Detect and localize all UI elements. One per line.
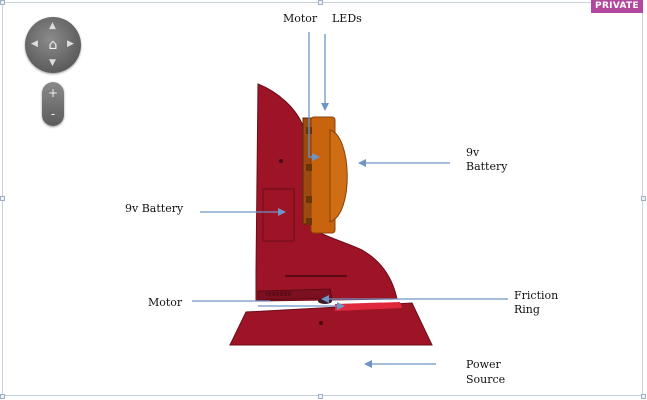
arrow-motor-top: [308, 32, 320, 161]
label-battery-right-line2: Battery: [466, 160, 508, 173]
battery-pod-cap: [329, 129, 348, 223]
motor-mount-text: |||||||||||||||||||: [266, 291, 292, 296]
friction-ring-stripe: [335, 302, 402, 311]
zoom-out-button[interactable]: -: [50, 107, 56, 121]
internal-battery-outline: [262, 188, 295, 242]
resize-handle-top[interactable]: [318, 0, 323, 5]
zoom-control: + -: [42, 82, 64, 126]
label-motor-top: Motor: [283, 12, 318, 25]
resize-handle-bottom-right[interactable]: [641, 394, 646, 399]
body-screw: [279, 159, 283, 163]
pan-left-icon[interactable]: ◀: [31, 39, 38, 49]
resize-handle-bottom-left[interactable]: [0, 394, 5, 399]
motor-mount: [257, 288, 333, 301]
led-bottom: [306, 218, 312, 225]
upright-body: [255, 83, 398, 302]
home-icon[interactable]: ⌂: [48, 37, 58, 53]
resize-handle-top-left[interactable]: [0, 0, 5, 5]
label-power-line2: Source: [466, 373, 506, 386]
resize-handle-right[interactable]: [641, 196, 646, 201]
base-screw: [319, 321, 323, 325]
private-badge: PRIVATE: [591, 0, 643, 13]
label-motor-bottom: Motor: [148, 296, 183, 309]
label-friction-line2: Ring: [514, 303, 540, 316]
resize-handle-left[interactable]: [0, 196, 5, 201]
base-dome: [229, 302, 433, 346]
label-power-line1: Power: [466, 358, 501, 371]
label-battery-left: 9v Battery: [125, 202, 184, 215]
pan-down-icon[interactable]: ▼: [49, 58, 56, 68]
resize-handle-bottom[interactable]: [318, 394, 323, 399]
pan-up-icon[interactable]: ▲: [49, 21, 56, 31]
label-friction-line1: Friction: [514, 289, 559, 302]
led-middle: [306, 164, 312, 171]
zoom-in-button[interactable]: +: [47, 86, 59, 100]
label-battery-right-line1: 9v: [466, 146, 480, 159]
label-leds: LEDs: [332, 12, 362, 25]
led-lower: [306, 196, 312, 203]
navigation-pad[interactable]: ▲ ▼ ◀ ▶ ⌂: [25, 17, 81, 73]
pan-right-icon[interactable]: ▶: [67, 39, 74, 49]
